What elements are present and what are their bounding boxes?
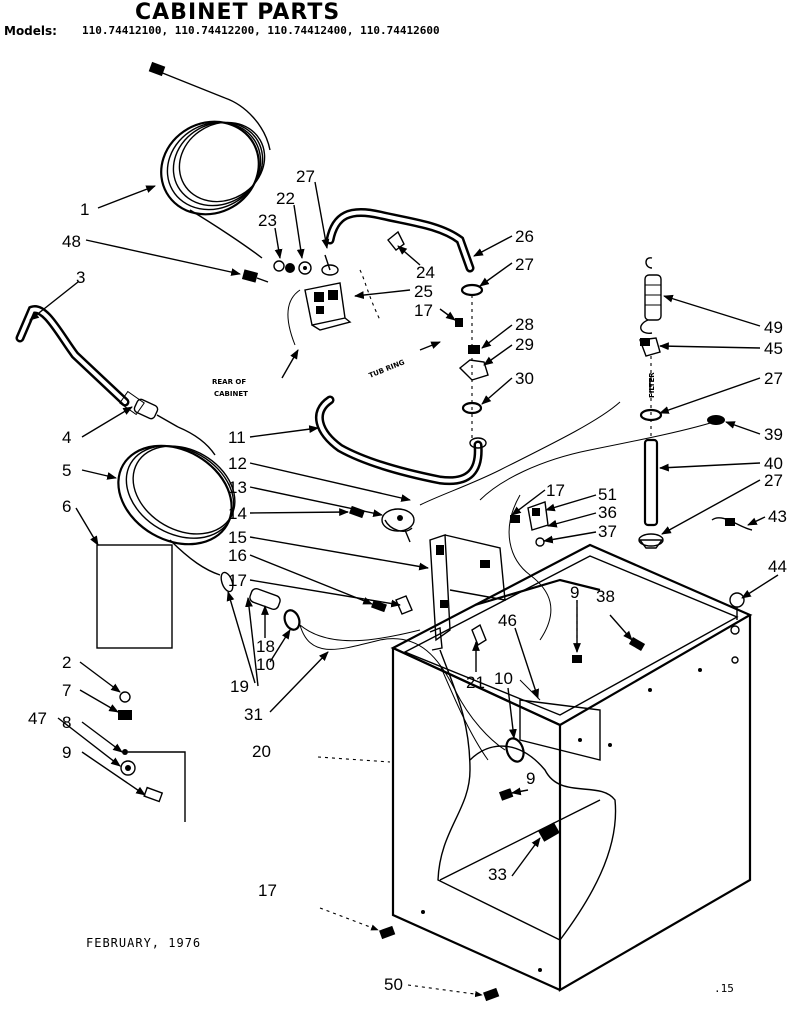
callout-51: 51 xyxy=(598,485,617,504)
part-21-clip xyxy=(471,623,487,647)
part-14-screw xyxy=(349,505,365,519)
callout-40: 40 xyxy=(764,454,783,473)
callout-28: 28 xyxy=(515,315,534,334)
callout-10-left: 10 xyxy=(256,655,275,674)
callout-37: 37 xyxy=(598,522,617,541)
callout-50: 50 xyxy=(384,975,403,994)
part-6-panel xyxy=(96,544,173,649)
callout-8: 8 xyxy=(62,713,71,732)
leader-lines xyxy=(29,181,779,998)
note-tub-ring: TUB RING xyxy=(368,358,406,380)
parts-22-23-48-fittings xyxy=(241,260,312,283)
callout-49: 49 xyxy=(764,318,783,337)
footer-page-mark: .15 xyxy=(714,982,734,995)
part-15-control-bracket xyxy=(429,534,506,642)
callout-48: 48 xyxy=(62,232,81,251)
callout-9-right: 9 xyxy=(570,583,579,602)
callout-43: 43 xyxy=(768,507,787,526)
callout-9: 9 xyxy=(62,743,71,762)
callout-24: 24 xyxy=(416,263,435,282)
callout-2: 2 xyxy=(62,653,71,672)
part-44-fastener xyxy=(729,592,745,620)
part-39-cable xyxy=(479,419,721,501)
callout-33: 33 xyxy=(488,865,507,884)
callout-3: 3 xyxy=(76,268,85,287)
part-3-drain-hose xyxy=(15,305,145,416)
note-rear-of-2: CABINET xyxy=(214,390,248,398)
callout-20: 20 xyxy=(252,742,271,761)
callout-30: 30 xyxy=(515,369,534,388)
callout-36: 36 xyxy=(598,503,617,522)
callout-39: 39 xyxy=(764,425,783,444)
callout-23: 23 xyxy=(258,211,277,230)
callout-27-top: 27 xyxy=(296,167,315,186)
parts-49-45-27-40-spring-assembly xyxy=(638,257,664,549)
callout-17-switch: 17 xyxy=(546,481,565,500)
callout-12: 12 xyxy=(228,454,247,473)
part-17-clip xyxy=(371,595,413,615)
part-39-end xyxy=(707,415,725,425)
hardware-group-2-7-8-9-47 xyxy=(118,691,186,822)
callout-17-bottom: 17 xyxy=(258,881,277,900)
footer-date: FEBRUARY, 1976 xyxy=(86,936,202,950)
callout-18: 18 xyxy=(256,637,275,656)
part-43-clip xyxy=(711,517,753,531)
page-title: CABINET PARTS xyxy=(135,0,341,25)
note-filter: FILTER xyxy=(648,372,656,398)
callout-4: 4 xyxy=(62,428,71,447)
callout-11: 11 xyxy=(228,428,246,447)
part-11-tub-ring-hose xyxy=(315,395,487,486)
parts-18-19-10-coupling xyxy=(220,571,421,642)
callout-21: 21 xyxy=(466,673,485,692)
models-label: Models: xyxy=(4,24,57,38)
part-4-hose-fitting xyxy=(133,398,179,428)
callout-22: 22 xyxy=(276,189,295,208)
callout-labels: 1 3 4 5 6 2 7 47 8 9 48 23 22 27 24 25 2… xyxy=(28,167,787,994)
part-25-water-valve xyxy=(287,254,381,346)
part-20-cabinet xyxy=(379,543,753,1002)
models-list: 110.74412100, 110.74412200, 110.74412400… xyxy=(82,24,440,37)
callout-17-left: 17 xyxy=(228,571,247,590)
callout-15: 15 xyxy=(228,528,247,547)
part-33-bracket xyxy=(538,822,560,842)
part-38-screw xyxy=(628,637,646,651)
parts-27-17-28-29-30-stack xyxy=(455,283,489,440)
callout-16: 16 xyxy=(228,546,247,565)
part-31-wire-harness xyxy=(299,624,506,751)
callout-5: 5 xyxy=(62,461,71,480)
wire-tub-ring xyxy=(419,401,621,506)
callout-6: 6 xyxy=(62,497,71,516)
callout-47: 47 xyxy=(28,709,47,728)
callout-14: 14 xyxy=(228,504,247,523)
callout-27-right: 27 xyxy=(515,255,534,274)
callout-46: 46 xyxy=(498,611,517,630)
callout-29: 29 xyxy=(515,335,534,354)
part-1-inlet-hose-coil xyxy=(148,61,271,259)
callout-44: 44 xyxy=(768,557,787,576)
callout-27-lower: 27 xyxy=(764,471,783,490)
harness-branch xyxy=(439,664,489,761)
callout-27-spring: 27 xyxy=(764,369,783,388)
callout-9-inner: 9 xyxy=(526,769,535,788)
note-rear-of-1: REAR OF xyxy=(212,378,246,386)
callout-38: 38 xyxy=(596,587,615,606)
callout-7: 7 xyxy=(62,681,71,700)
part-26-fill-hose xyxy=(325,207,475,273)
callout-25: 25 xyxy=(414,282,433,301)
callout-45: 45 xyxy=(764,339,783,358)
callout-13: 13 xyxy=(228,478,247,497)
callout-31: 31 xyxy=(244,705,263,724)
callout-1: 1 xyxy=(80,200,89,219)
part-5-hose-coil xyxy=(117,426,236,576)
callout-26: 26 xyxy=(515,227,534,246)
callout-19: 19 xyxy=(230,677,249,696)
part-13-pressure-switch xyxy=(381,508,415,543)
parts-9-10-inner xyxy=(498,600,582,801)
callout-10-inner: 10 xyxy=(494,669,513,688)
callout-17-valve: 17 xyxy=(414,301,433,320)
